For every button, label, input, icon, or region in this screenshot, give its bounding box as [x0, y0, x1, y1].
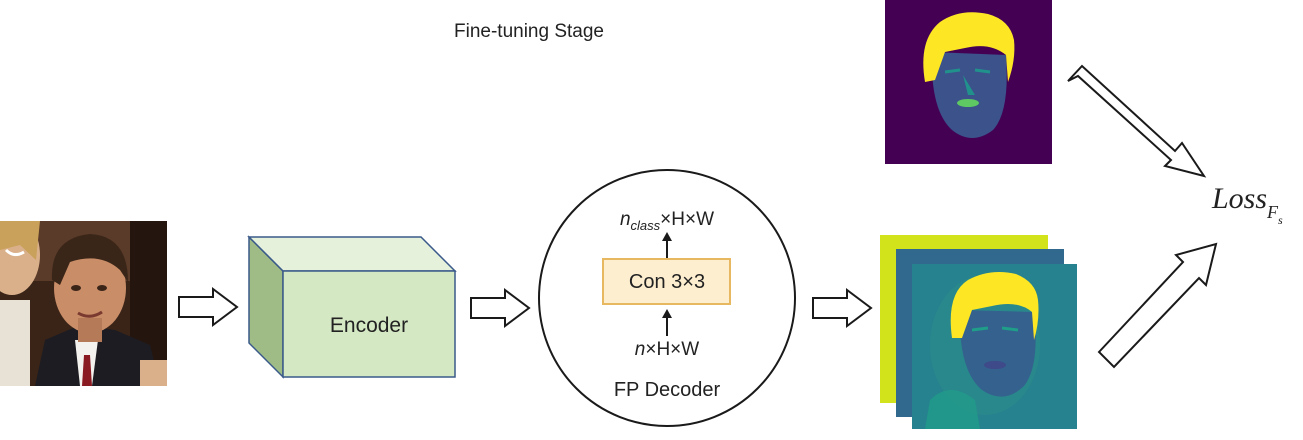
arrow-prediction-to-loss [1097, 242, 1218, 369]
stage-title: Fine-tuning Stage [454, 21, 604, 42]
ground-truth-face-segmentation [885, 0, 1052, 164]
encoder-label: Encoder [330, 314, 408, 337]
arrow-groundtruth-to-loss [1067, 64, 1207, 178]
arrow-up-output-head [662, 232, 672, 241]
loss-label: LossFs [1211, 182, 1283, 227]
decoder-output-dim: nclass×H×W [620, 209, 714, 233]
decoder-label: FP Decoder [614, 379, 721, 401]
encoder-block: Encoder [247, 235, 457, 379]
fp-decoder: nclass×H×W Con 3×3 n×H×W FP Decoder [538, 169, 796, 427]
decoder-input-dim: n×H×W [635, 339, 699, 360]
arrow-up-input-head [662, 309, 672, 318]
conv-block [602, 258, 731, 305]
arrow-photo-to-encoder [178, 287, 239, 327]
conv-label: Con 3×3 [629, 271, 705, 293]
arrow-encoder-to-decoder [470, 288, 531, 328]
predicted-segmentation-maps [880, 235, 1077, 429]
input-face-photo [0, 221, 167, 386]
arrow-decoder-to-prediction [812, 288, 873, 328]
